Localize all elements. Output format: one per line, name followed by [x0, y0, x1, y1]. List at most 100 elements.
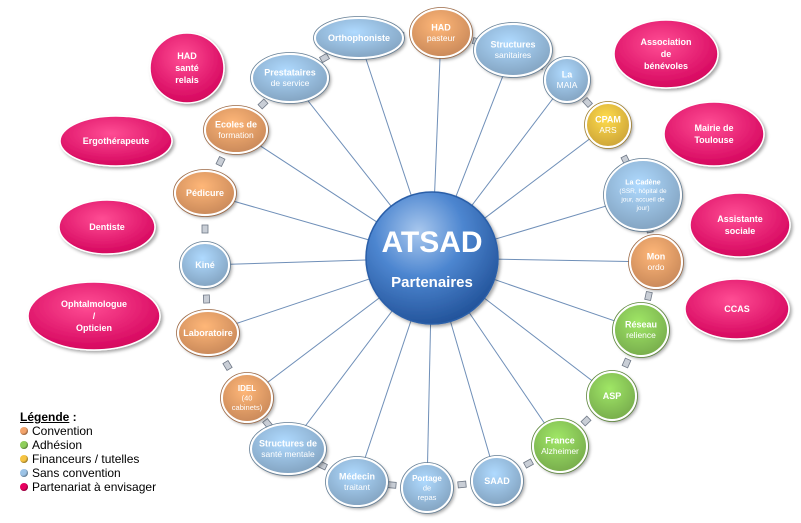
- node-label-la-cadene: jour): [635, 205, 649, 212]
- envisager-shape-association-de-benevoles: [613, 19, 719, 89]
- node-outline-idel: [220, 372, 274, 424]
- node-outline-mon-ordo: [628, 234, 684, 290]
- center-circle: [365, 191, 499, 325]
- node-label-la-cadene: La Cadène: [625, 180, 661, 187]
- node-label-laboratoire: Laboratoire: [183, 328, 233, 338]
- envisager-ergotherapeute: Ergothérapeute: [59, 115, 173, 167]
- node-label-medecin-traitant: traitant: [344, 482, 371, 492]
- node-outline-had-pasteur: [409, 7, 473, 59]
- ring-link: [222, 359, 233, 372]
- ring-link: [621, 357, 632, 369]
- ring-link: [457, 480, 467, 489]
- legend-label: Sans convention: [32, 466, 121, 480]
- node-outline-cpam-ars: [584, 101, 632, 149]
- envisager-label-association-de-benevoles: bénévoles: [644, 61, 688, 71]
- center-title: ATSAD: [381, 226, 482, 259]
- node-asp: ASP: [586, 370, 638, 422]
- node-outline-orthophoniste: [313, 16, 405, 60]
- node-label-france-alzheimer: France: [545, 436, 575, 446]
- node-shape-structures-sante-mentale: [250, 423, 326, 475]
- legend-label: Adhésion: [32, 438, 83, 452]
- node-label-pedicure: Pédicure: [186, 188, 224, 198]
- node-label-reseau-relience: relience: [626, 330, 656, 340]
- legend-item: Convention: [20, 424, 156, 438]
- legend-dot-icon: [20, 455, 28, 463]
- node-shape-reseau-relience: [613, 303, 669, 357]
- node-shape-france-alzheimer: [532, 419, 588, 473]
- node-shape-saad: [471, 456, 523, 506]
- legend-item: Partenariat à envisager: [20, 480, 156, 494]
- node-label-structures-sanitaires: sanitaires: [495, 50, 531, 60]
- node-pedicure: Pédicure: [173, 169, 237, 217]
- envisager-shape-ccas: [684, 278, 790, 340]
- node-outline-prestataires-de-service: [250, 52, 330, 104]
- legend-dot-icon: [20, 427, 28, 435]
- legend-dot-icon: [20, 441, 28, 449]
- center-subtitle: Partenaires: [391, 274, 473, 291]
- ring-link: [644, 290, 653, 302]
- node-label-had-pasteur: HAD: [431, 23, 451, 33]
- node-label-saad: SAAD: [484, 476, 510, 486]
- envisager-shape-ergotherapeute: [59, 115, 173, 167]
- node-shape-prestataires-de-service: [251, 53, 329, 103]
- node-label-ecoles-de-formation: formation: [218, 130, 254, 140]
- envisager-label-ccas: CCAS: [724, 304, 750, 314]
- envisager-ccas: CCAS: [684, 278, 790, 340]
- legend-dot-icon: [20, 469, 28, 477]
- node-label-orthophoniste: Orthophoniste: [328, 33, 390, 43]
- node-outline-saad: [470, 455, 524, 507]
- node-outline-laboratoire: [176, 309, 240, 357]
- legend-item: Financeurs / tutelles: [20, 452, 156, 466]
- envisager-label-ophtalmologue-opticien: Ophtalmologue: [61, 299, 127, 309]
- node-shape-ecoles-de-formation: [204, 106, 268, 154]
- node-label-la-cadene: jour, accueil de: [620, 197, 665, 204]
- node-outline-la-cadene: [603, 158, 683, 232]
- node-label-structures-sante-mentale: santé mentale: [261, 449, 315, 459]
- node-laboratoire: Laboratoire: [176, 309, 240, 357]
- node-label-portage-de-repas: repas: [418, 493, 437, 502]
- node-la-cadene: La Cadène(SSR, hôpital de jour, accueil d…: [603, 158, 683, 232]
- ring-link: [582, 96, 593, 109]
- envisager-shape-mairie-de-toulouse: [663, 101, 765, 167]
- legend-dot-icon: [20, 483, 28, 491]
- node-label-had-pasteur: pasteur: [427, 33, 456, 43]
- node-shape-pedicure: [174, 170, 236, 216]
- node-outline-reseau-relience: [612, 302, 670, 358]
- node-shape-portage-de-repas: [401, 463, 453, 513]
- node-shape-idel: [221, 373, 273, 423]
- node-shape-la-cadene: [604, 159, 682, 231]
- node-shape-asp: [587, 371, 637, 421]
- node-label-medecin-traitant: Médecin: [339, 472, 375, 482]
- node-shape-had-pasteur: [410, 8, 472, 58]
- ring-link: [215, 156, 226, 167]
- node-label-prestataires-de-service: de service: [271, 78, 310, 88]
- envisager-shape-had-sante-relais: [149, 32, 225, 104]
- node-shape-la-maia: [544, 57, 590, 103]
- envisager-label-had-sante-relais: relais: [175, 75, 199, 85]
- envisager-label-assistante-sociale: Assistante: [717, 214, 763, 224]
- envisager-label-assistante-sociale: sociale: [725, 226, 756, 236]
- envisager-label-mairie-de-toulouse: Toulouse: [694, 135, 733, 145]
- ring-link: [580, 415, 592, 427]
- envisager-label-ophtalmologue-opticien: /: [93, 311, 96, 321]
- envisager-label-ophtalmologue-opticien: Opticien: [76, 323, 112, 333]
- node-outline-structures-sanitaires: [473, 22, 553, 78]
- ring-link: [387, 481, 397, 489]
- node-label-reseau-relience: Réseau: [625, 320, 657, 330]
- node-outline-france-alzheimer: [531, 418, 589, 474]
- node-label-la-cadene: (SSR, hôpital de: [619, 188, 667, 195]
